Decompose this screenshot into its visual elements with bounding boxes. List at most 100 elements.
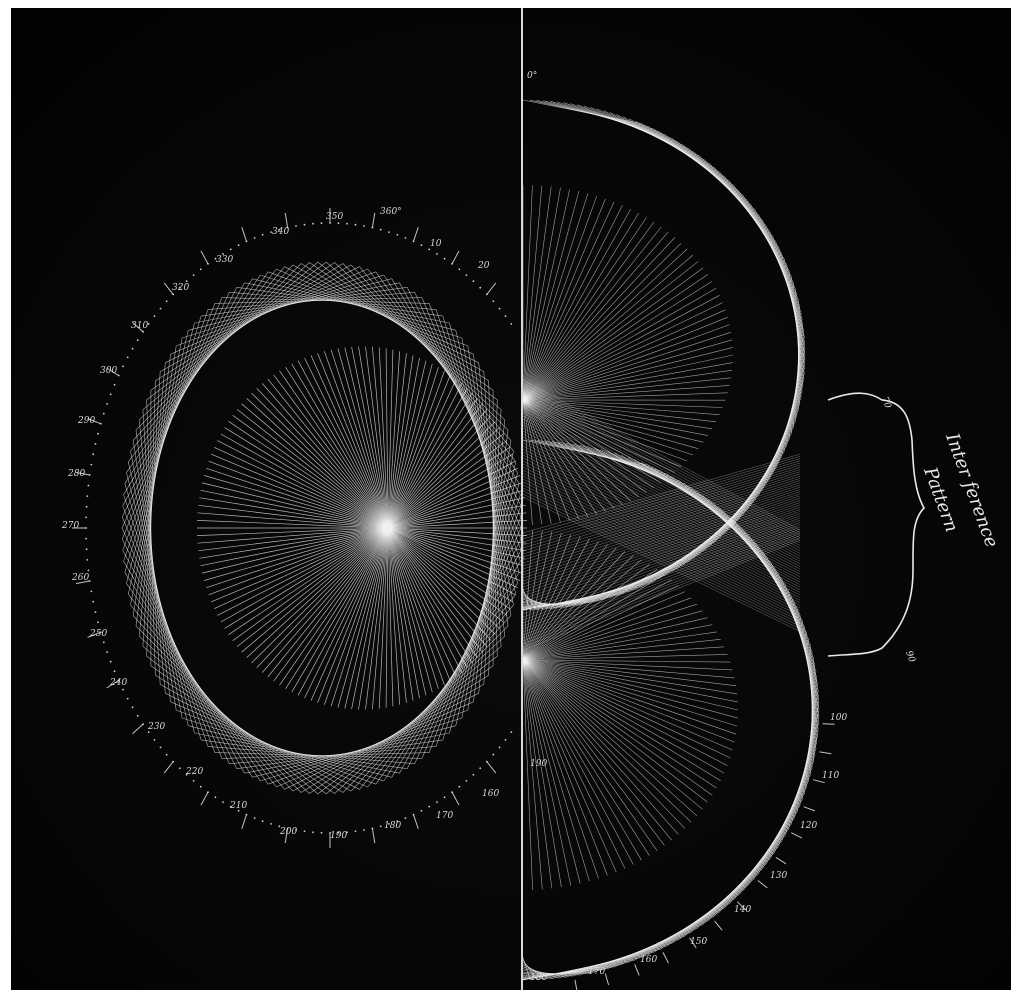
dial-dot (510, 323, 512, 325)
dial-dot (97, 621, 99, 623)
dial-dot (137, 339, 139, 341)
dial-dot (479, 767, 481, 769)
dial-dot (95, 443, 97, 445)
dial-dot (106, 651, 108, 653)
dial-label: 330 (216, 255, 233, 265)
dial-dot (444, 258, 446, 260)
dial-dot (92, 453, 94, 455)
dial-label: 10 (430, 239, 442, 249)
dial-dot (421, 244, 423, 246)
dial-dot (436, 253, 438, 255)
dial-dot (458, 786, 460, 788)
dial-dot (436, 801, 438, 803)
dial-tick (823, 724, 835, 725)
dial-dot (110, 661, 112, 663)
dial-label: 310 (131, 321, 148, 331)
dial-label: 300 (100, 366, 117, 376)
dial-label: 340 (272, 227, 289, 237)
dial-dot (154, 739, 156, 741)
dial-dot (479, 287, 481, 289)
dial-dot (90, 591, 92, 593)
dial-dot (499, 747, 501, 749)
dial-dot (200, 786, 202, 788)
dial-label: 360° (380, 207, 402, 217)
dial-label: 170 (436, 811, 453, 821)
dial-dot (92, 601, 94, 603)
dial-dot (304, 224, 306, 226)
dial-dot (193, 274, 195, 276)
dial-label: 200 (279, 827, 297, 837)
dial-dot (363, 225, 365, 227)
dial-dot (88, 485, 90, 487)
dial-dot (380, 825, 382, 827)
dial-dot (405, 817, 407, 819)
dial-label: 190 (330, 831, 347, 841)
dial-dot (132, 348, 134, 350)
dial-dot (355, 830, 357, 832)
dial-label: 270 (61, 521, 79, 531)
dial-dot (122, 366, 124, 368)
dial-dot (444, 796, 446, 798)
dial-dot (238, 244, 240, 246)
dial-label: 20 (477, 261, 490, 271)
dial-label: 250 (89, 629, 107, 639)
dial-dot (510, 731, 512, 733)
dial-dot (473, 280, 475, 282)
dial-label: 290 (77, 416, 95, 426)
dial-dot (304, 830, 306, 832)
dial-label: 150 (690, 937, 707, 947)
dial-dot (166, 300, 168, 302)
dial-dot (295, 225, 297, 227)
dial-dot (380, 229, 382, 231)
dial-dot (127, 357, 129, 359)
dial-dot (405, 237, 407, 239)
dial-dot (160, 747, 162, 749)
dial-label: 240 (109, 678, 127, 688)
dial-dot (262, 234, 264, 236)
dial-dot (86, 559, 88, 561)
dial-label: 160 (640, 955, 657, 965)
dial-dot (106, 403, 108, 405)
dial-dot (312, 223, 314, 225)
dial-label: 140 (734, 905, 751, 915)
dial-label: 170 (588, 967, 605, 977)
dial-dot (160, 308, 162, 310)
dial-dot (97, 433, 99, 435)
dial-dot (270, 823, 272, 825)
dial-dot (88, 570, 90, 572)
dial-dot (355, 224, 357, 226)
dial-dot (103, 413, 105, 415)
dial-dot (186, 280, 188, 282)
dial-label: 320 (172, 283, 189, 293)
dial-dot (262, 820, 264, 822)
dial-dot (122, 689, 124, 691)
dial-label: 180 (384, 821, 401, 831)
dial-label: 130 (770, 871, 787, 881)
dial-dot (254, 237, 256, 239)
dial-dot (85, 538, 87, 540)
dial-label: 280 (67, 469, 85, 479)
dial-dot (466, 274, 468, 276)
dial-dot (127, 698, 129, 700)
dial-dot (338, 222, 340, 224)
dial-label: 110 (822, 771, 839, 781)
dial-dot (321, 222, 323, 224)
dial-dot (90, 464, 92, 466)
dial-dot (86, 506, 88, 508)
dial-dot (103, 641, 105, 643)
dial-label: 190 (530, 759, 547, 769)
dial-dot (179, 767, 181, 769)
dial-dot (492, 300, 494, 302)
dial-dot (363, 829, 365, 831)
dial-dot (215, 796, 217, 798)
dial-label: 0° (527, 71, 537, 81)
dial-dot (114, 670, 116, 672)
dial-label: 350 (326, 212, 343, 222)
dial-dot (166, 754, 168, 756)
dial-dot (346, 223, 348, 225)
dial-dot (86, 548, 88, 550)
dial-dot (466, 780, 468, 782)
dial-dot (312, 831, 314, 833)
dial-label: 220 (185, 767, 203, 777)
